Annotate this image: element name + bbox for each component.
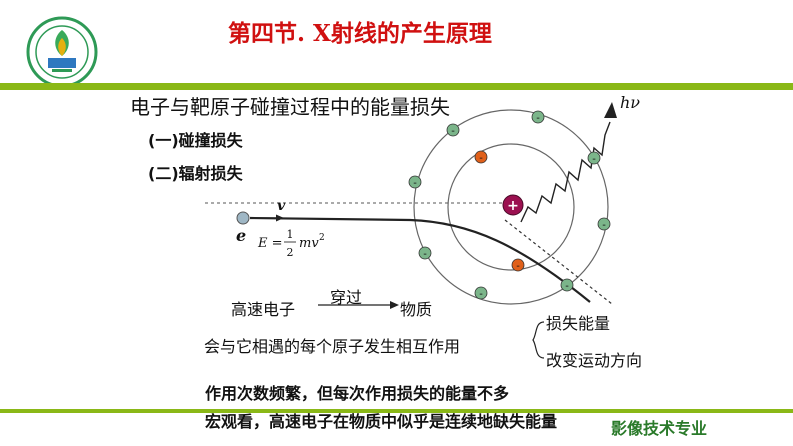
svg-text:2: 2 (287, 246, 294, 259)
svg-text:-: - (451, 126, 455, 137)
electron-label: e (236, 226, 246, 245)
flow-object: 物质 (400, 296, 432, 320)
svg-text:mv: mv (299, 236, 319, 251)
photon-wave (521, 122, 610, 222)
svg-text:-: - (423, 249, 427, 260)
svg-text:-: - (413, 178, 417, 189)
electron-path (250, 218, 590, 302)
nucleus-charge: + (507, 198, 519, 214)
svg-text:-: - (592, 154, 596, 165)
incident-electron (237, 212, 249, 224)
interaction-text: 会与它相遇的每个原子发生相互作用 (204, 333, 460, 357)
svg-text:-: - (536, 113, 540, 124)
velocity-label: v (277, 198, 286, 214)
svg-text:1: 1 (287, 228, 294, 241)
flow-arrow-label: 穿过 (330, 284, 362, 308)
svg-text:-: - (516, 261, 520, 272)
flow-subject: 高速电子 (231, 296, 295, 320)
energy-formula: E = 1 2 mv 2 (257, 228, 325, 259)
svg-text:-: - (479, 289, 483, 300)
footer-label: 影像技术专业 (611, 415, 707, 439)
effect-item: 损失能量 (546, 310, 610, 334)
svg-text:E =: E = (257, 236, 283, 251)
note-frequency: 作用次数频繁，但每次作用损失的能量不多 (205, 380, 509, 404)
effect-item: 改变运动方向 (546, 347, 642, 371)
brace (533, 322, 544, 358)
svg-text:-: - (602, 220, 606, 231)
svg-text:-: - (479, 153, 483, 164)
note-macro: 宏观看，高速电子在物质中似乎是连续地缺失能量 (205, 408, 557, 432)
svg-text:-: - (565, 281, 569, 292)
photon-label: hν (620, 93, 640, 112)
svg-text:2: 2 (319, 233, 325, 243)
